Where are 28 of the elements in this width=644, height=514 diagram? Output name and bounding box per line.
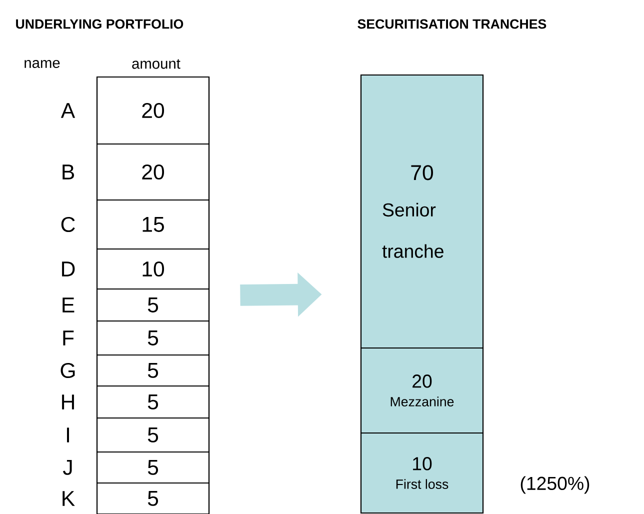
tranche-box: 10 First loss bbox=[360, 432, 484, 514]
amount-cell: 20 bbox=[96, 76, 210, 145]
row-name: J bbox=[63, 460, 72, 475]
amount-cell: 20 bbox=[96, 143, 210, 201]
heading: UNDERLYING PORTFOLIO bbox=[16, 19, 184, 29]
amount-cell: 5 bbox=[96, 354, 210, 387]
amount-cell: 5 bbox=[96, 482, 210, 514]
amount-cell: 5 bbox=[96, 320, 210, 356]
row-name: F bbox=[63, 330, 74, 346]
amount-cell: 5 bbox=[96, 385, 210, 419]
row-name: H bbox=[62, 394, 74, 410]
amount-cell: 5 bbox=[96, 417, 210, 453]
row-name: C bbox=[61, 216, 75, 232]
column-header: name bbox=[24, 60, 60, 68]
row-name: B bbox=[62, 164, 74, 180]
row-name: K bbox=[62, 491, 75, 506]
amount-cell: 5 bbox=[96, 451, 210, 484]
amount-cell: 15 bbox=[96, 199, 210, 250]
row-name: E bbox=[62, 298, 74, 312]
row-name: D bbox=[62, 262, 75, 276]
amount-cell: 5 bbox=[96, 288, 210, 322]
row-name: I bbox=[67, 428, 69, 442]
percentage-label: (1250%) bbox=[520, 476, 590, 494]
tranche-box: 20 Mezzanine bbox=[360, 347, 484, 434]
heading: SECURITISATION TRANCHES bbox=[358, 19, 546, 29]
row-name: G bbox=[60, 362, 75, 378]
amount-cell: 10 bbox=[96, 248, 210, 290]
row-name: A bbox=[60, 103, 76, 118]
